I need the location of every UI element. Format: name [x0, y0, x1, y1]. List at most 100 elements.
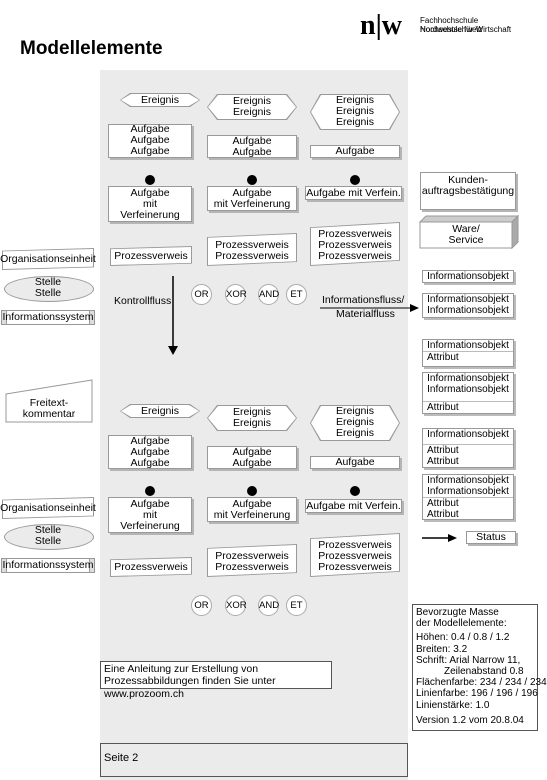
- process-double-l2: Prozessverweis: [215, 250, 289, 262]
- order-confirmation-doc: [420, 172, 516, 210]
- event-double-lower-l1: Ereignis: [233, 406, 271, 418]
- free-text-l1: Freitext-: [29, 397, 69, 409]
- page-title: Modellelemente: [20, 38, 163, 59]
- connector-and: AND: [258, 284, 279, 305]
- process-ref-double: [207, 233, 297, 266]
- order-confirmation-l1: Kunden-: [448, 174, 488, 186]
- pref-l3: Höhen: 0.4 / 0.8 / 1.2: [416, 632, 510, 644]
- pref-l6: Zeilenabstand 0.8: [444, 666, 524, 678]
- process-ref-triple-lower: [310, 533, 400, 577]
- free-text-comment: [5, 379, 93, 423]
- event-triple-lower-l2: Ereignis: [336, 416, 374, 428]
- event-single: [120, 93, 200, 107]
- refined-a-l3: Verfeinerung: [120, 209, 180, 221]
- info-system-lower: [1, 558, 95, 573]
- task-double-l1: Aufgabe: [232, 135, 272, 147]
- connector-et: ET: [286, 284, 307, 305]
- task-double: [207, 135, 297, 158]
- refined-c-label: Aufgabe mit Verfein.: [306, 187, 401, 199]
- task-double-lower: [207, 446, 297, 469]
- task-triple-lower-l1: Aufgabe: [130, 435, 170, 447]
- process-triple-lower-l1: Prozessverweis: [318, 539, 392, 551]
- process-triple-l1: Prozessverweis: [318, 228, 392, 240]
- refined-a-lower-l2: mit: [143, 509, 157, 521]
- school-name-line2: Hochschule für Wirtschaft: [420, 25, 512, 34]
- refined-b-lower-l2: mit Verfeinerung: [213, 509, 291, 521]
- org-unit-lower-label: Organisationseinheit: [0, 502, 96, 514]
- info-system-upper: [1, 310, 95, 325]
- event-single-label: Ereignis: [141, 94, 179, 106]
- logo: n|w: [360, 10, 402, 41]
- connector-and-lower: AND: [258, 595, 279, 616]
- school-name-line1: Fachhochschule Nordwestschweiz: [420, 16, 483, 34]
- guide-note-l2: Prozessabbildungen finden Sie unter: [104, 675, 276, 687]
- refinement-dot-c: [350, 175, 360, 185]
- refined-task-a: [108, 186, 192, 222]
- event-triple-lower-l1: Ereignis: [336, 405, 374, 417]
- guide-note-l1: Eine Anleitung zur Erstellung von: [104, 663, 259, 675]
- pref-l8: Linienfarbe: 196 / 196 / 196: [416, 688, 538, 700]
- control-flow-label: Kontrollfluss: [114, 295, 172, 307]
- org-unit-upper-label: Organisationseinheit: [0, 253, 96, 265]
- event-triple-lower-l3: Ereignis: [336, 427, 374, 439]
- refinement-dot-b-lower: [247, 486, 257, 496]
- material-flow-label: Materialfluss: [336, 308, 395, 320]
- refined-a-l2: mit: [143, 198, 157, 210]
- stelle-lower-l2: Stelle: [34, 535, 62, 547]
- process-ref-double-lower: [207, 544, 297, 577]
- info-flow-arrow: [320, 304, 419, 312]
- process-double-lower-l1: Prozessverweis: [215, 550, 289, 562]
- goods-service-l1: Ware/: [452, 223, 480, 235]
- status-arrow: [422, 534, 457, 542]
- task-triple-l1: Aufgabe: [130, 123, 170, 135]
- control-flow-arrow: [168, 276, 178, 355]
- org-unit-upper: [2, 248, 94, 270]
- process-triple-lower-l2: Prozessverweis: [318, 550, 392, 562]
- stelle-lower: [4, 524, 94, 550]
- refined-a-l1: Aufgabe: [130, 187, 170, 199]
- free-text-l2: kommentar: [22, 408, 76, 420]
- event-double: [207, 94, 297, 120]
- process-single-lower-label: Prozessverweis: [114, 561, 188, 573]
- process-ref-single-lower: [110, 557, 192, 577]
- event-double-l2: Ereignis: [233, 106, 271, 118]
- page-number: Seite 2: [104, 752, 139, 764]
- process-triple-lower-l3: Prozessverweis: [318, 561, 392, 573]
- process-double-l1: Prozessverweis: [215, 239, 289, 251]
- event-double-l1: Ereignis: [233, 95, 271, 107]
- task-double-lower-l2: Aufgabe: [232, 457, 272, 469]
- refined-task-b-lower: [207, 497, 297, 522]
- guide-note: [100, 661, 332, 689]
- refined-task-c: [305, 186, 402, 200]
- refinement-dot-b: [247, 175, 257, 185]
- connector-or-lower: OR: [191, 595, 212, 616]
- pref-l4: Breiten: 3.2: [416, 643, 468, 655]
- pref-l2: der Modellelemente:: [416, 618, 507, 630]
- event-double-lower-l2: Ereignis: [233, 417, 271, 429]
- stelle-upper-l1: Stelle: [34, 276, 62, 288]
- org-unit-lower: [2, 497, 94, 519]
- info-object-a: Informationsobjekt: [422, 270, 514, 283]
- event-triple-l3: Ereignis: [336, 116, 374, 128]
- refinement-dot-a: [145, 175, 155, 185]
- guide-note-l3: www.prozoom.ch: [104, 688, 184, 700]
- status-box: [466, 531, 516, 544]
- refinement-dot-c-lower: [350, 486, 360, 496]
- goods-service-l2: Service: [448, 234, 484, 246]
- refined-task-c-lower: [305, 499, 402, 513]
- connector-et-lower: ET: [286, 595, 307, 616]
- connector-xor-lower: XOR: [225, 595, 247, 616]
- process-ref-triple: [310, 222, 400, 266]
- task-single-lower-label: Aufgabe: [335, 456, 375, 468]
- page-number-box: [100, 743, 408, 777]
- event-single-lower: [120, 404, 200, 418]
- refined-b-l2: mit Verfeinerung: [213, 198, 291, 210]
- task-single-lower: [310, 456, 400, 469]
- info-system-upper-label: Informationssystem: [2, 311, 94, 323]
- process-double-lower-l2: Prozessverweis: [215, 561, 289, 573]
